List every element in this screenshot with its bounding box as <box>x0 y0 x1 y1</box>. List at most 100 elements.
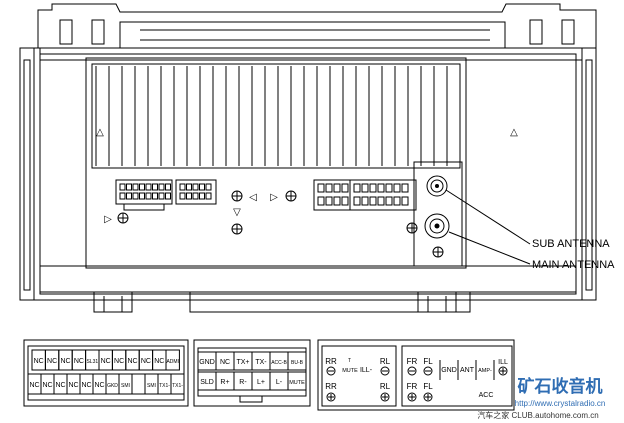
connector-pin <box>145 183 152 191</box>
connector-a-bottom-label: NC <box>55 382 65 389</box>
connector-pin <box>179 192 186 200</box>
fr-top-label: FR <box>407 357 418 366</box>
connector-b-bottom-label: R- <box>239 379 247 386</box>
connector-b-top-label: NC <box>220 359 230 366</box>
sub-antenna-label: SUB ANTENNA <box>532 238 610 250</box>
rl-bottom-label: RL <box>380 382 391 391</box>
connector-a-top-label: NC <box>74 358 84 365</box>
connector-a-top-label: SL31 <box>86 359 98 365</box>
connector-a-top-label: NC <box>141 358 151 365</box>
connector-pin <box>377 196 385 206</box>
connector-pin <box>132 183 139 191</box>
connector-a-top-label: NC <box>114 358 124 365</box>
connector-pin <box>385 183 393 193</box>
connector-b-top-label: BU-B <box>291 360 304 366</box>
connector-pin <box>119 192 126 200</box>
screw-icon <box>117 212 129 224</box>
rr-top-label: RR <box>325 357 337 366</box>
ant-label: ANT <box>460 367 475 374</box>
connector-a-top-label: NC <box>127 358 137 365</box>
connector-b-bottom-label: SLD <box>200 379 214 386</box>
connector-b-top-label: TX+ <box>236 359 249 366</box>
svg-text:T: T <box>348 358 351 364</box>
main-antenna-label: MAIN ANTENNA <box>532 259 615 271</box>
connector-pin <box>393 196 401 206</box>
rear-connector-left-pins <box>119 183 171 200</box>
connector-a-top-label: NC <box>154 358 164 365</box>
connector-pin <box>152 183 158 191</box>
connector-pin <box>199 192 205 200</box>
mute-label: MUTE <box>342 368 358 374</box>
rr-bottom-label: RR <box>325 382 337 391</box>
connector-pin <box>341 183 349 193</box>
connector-a-bottom-label: NC <box>94 382 104 389</box>
connector-pin <box>165 183 171 191</box>
svg-text:▷: ▷ <box>104 214 112 225</box>
screw-icon <box>231 190 243 202</box>
main-antenna-jack <box>424 213 450 239</box>
connector-pin <box>192 192 199 200</box>
connector-pin <box>126 192 132 200</box>
connector-pin <box>145 192 152 200</box>
connector-pin <box>369 183 377 193</box>
connector-b-top-label: GND <box>199 359 215 366</box>
rear-connectors: ▷ ◁ ▷ ▽ <box>104 161 463 267</box>
connector-pin <box>353 183 361 193</box>
connector-a-top-label: NC <box>60 358 70 365</box>
connector-a-top-label: NC <box>34 358 44 365</box>
fl-top-label: FL <box>423 357 433 366</box>
svg-text:△: △ <box>96 127 104 138</box>
screw-icon <box>432 246 444 258</box>
connector-pin <box>126 183 132 191</box>
ill-plus-label: ILL <box>498 359 508 366</box>
acc-label: ACC <box>479 392 494 399</box>
rl-top-label: RL <box>380 357 391 366</box>
svg-text:▷: ▷ <box>270 192 278 203</box>
connector-a-bottom-cell <box>170 373 185 395</box>
connector-pin <box>132 192 139 200</box>
fr-bottom-label: FR <box>407 382 418 391</box>
svg-text:△: △ <box>510 127 518 138</box>
connector-pin <box>139 192 145 200</box>
connector-b-bottom-label: R+ <box>220 379 229 386</box>
connector-pin <box>369 196 377 206</box>
connector-b-top-cell <box>287 351 307 371</box>
connector-pin <box>205 192 212 200</box>
connector-pin <box>393 183 401 193</box>
connector-pin <box>186 192 192 200</box>
connector-pin <box>325 183 333 193</box>
screw-icon <box>406 222 418 234</box>
connector-pin <box>192 183 199 191</box>
connector-b-bottom-label: L+ <box>257 379 265 386</box>
connector-a-bottom-cell <box>131 373 146 395</box>
connector-pin <box>152 192 158 200</box>
connector-pin <box>158 192 165 200</box>
connector-pin <box>333 196 341 206</box>
connector-b-top-label: TX- <box>255 359 267 366</box>
rear-connector-speaker-pins <box>317 183 409 206</box>
connector-pin <box>385 196 393 206</box>
connector-pin <box>341 196 349 206</box>
connector-a-bottom-label: GKD <box>107 383 118 389</box>
connector-pin <box>401 196 409 206</box>
screw-icon <box>285 190 297 202</box>
connector-pin <box>179 183 186 191</box>
connector-pin <box>199 183 205 191</box>
connector-b-top-label: ACC-B <box>271 360 287 366</box>
connector-pin <box>186 183 192 191</box>
connector-pin <box>119 183 126 191</box>
svg-text:◁: ◁ <box>249 192 257 203</box>
rear-connector-right-pins <box>179 183 212 200</box>
connector-a-bottom-label: SMI <box>147 383 156 389</box>
connector-pin <box>353 196 361 206</box>
amp-label: AMP- <box>478 368 492 374</box>
sub-antenna-jack <box>426 175 448 197</box>
connector-a-bottom-label: NC <box>42 382 52 389</box>
svg-text:▽: ▽ <box>233 207 241 218</box>
watermark-url: http://www.crystalradio.cn <box>515 399 606 408</box>
head-unit: △ △ <box>19 3 597 313</box>
connector-pin <box>165 192 171 200</box>
